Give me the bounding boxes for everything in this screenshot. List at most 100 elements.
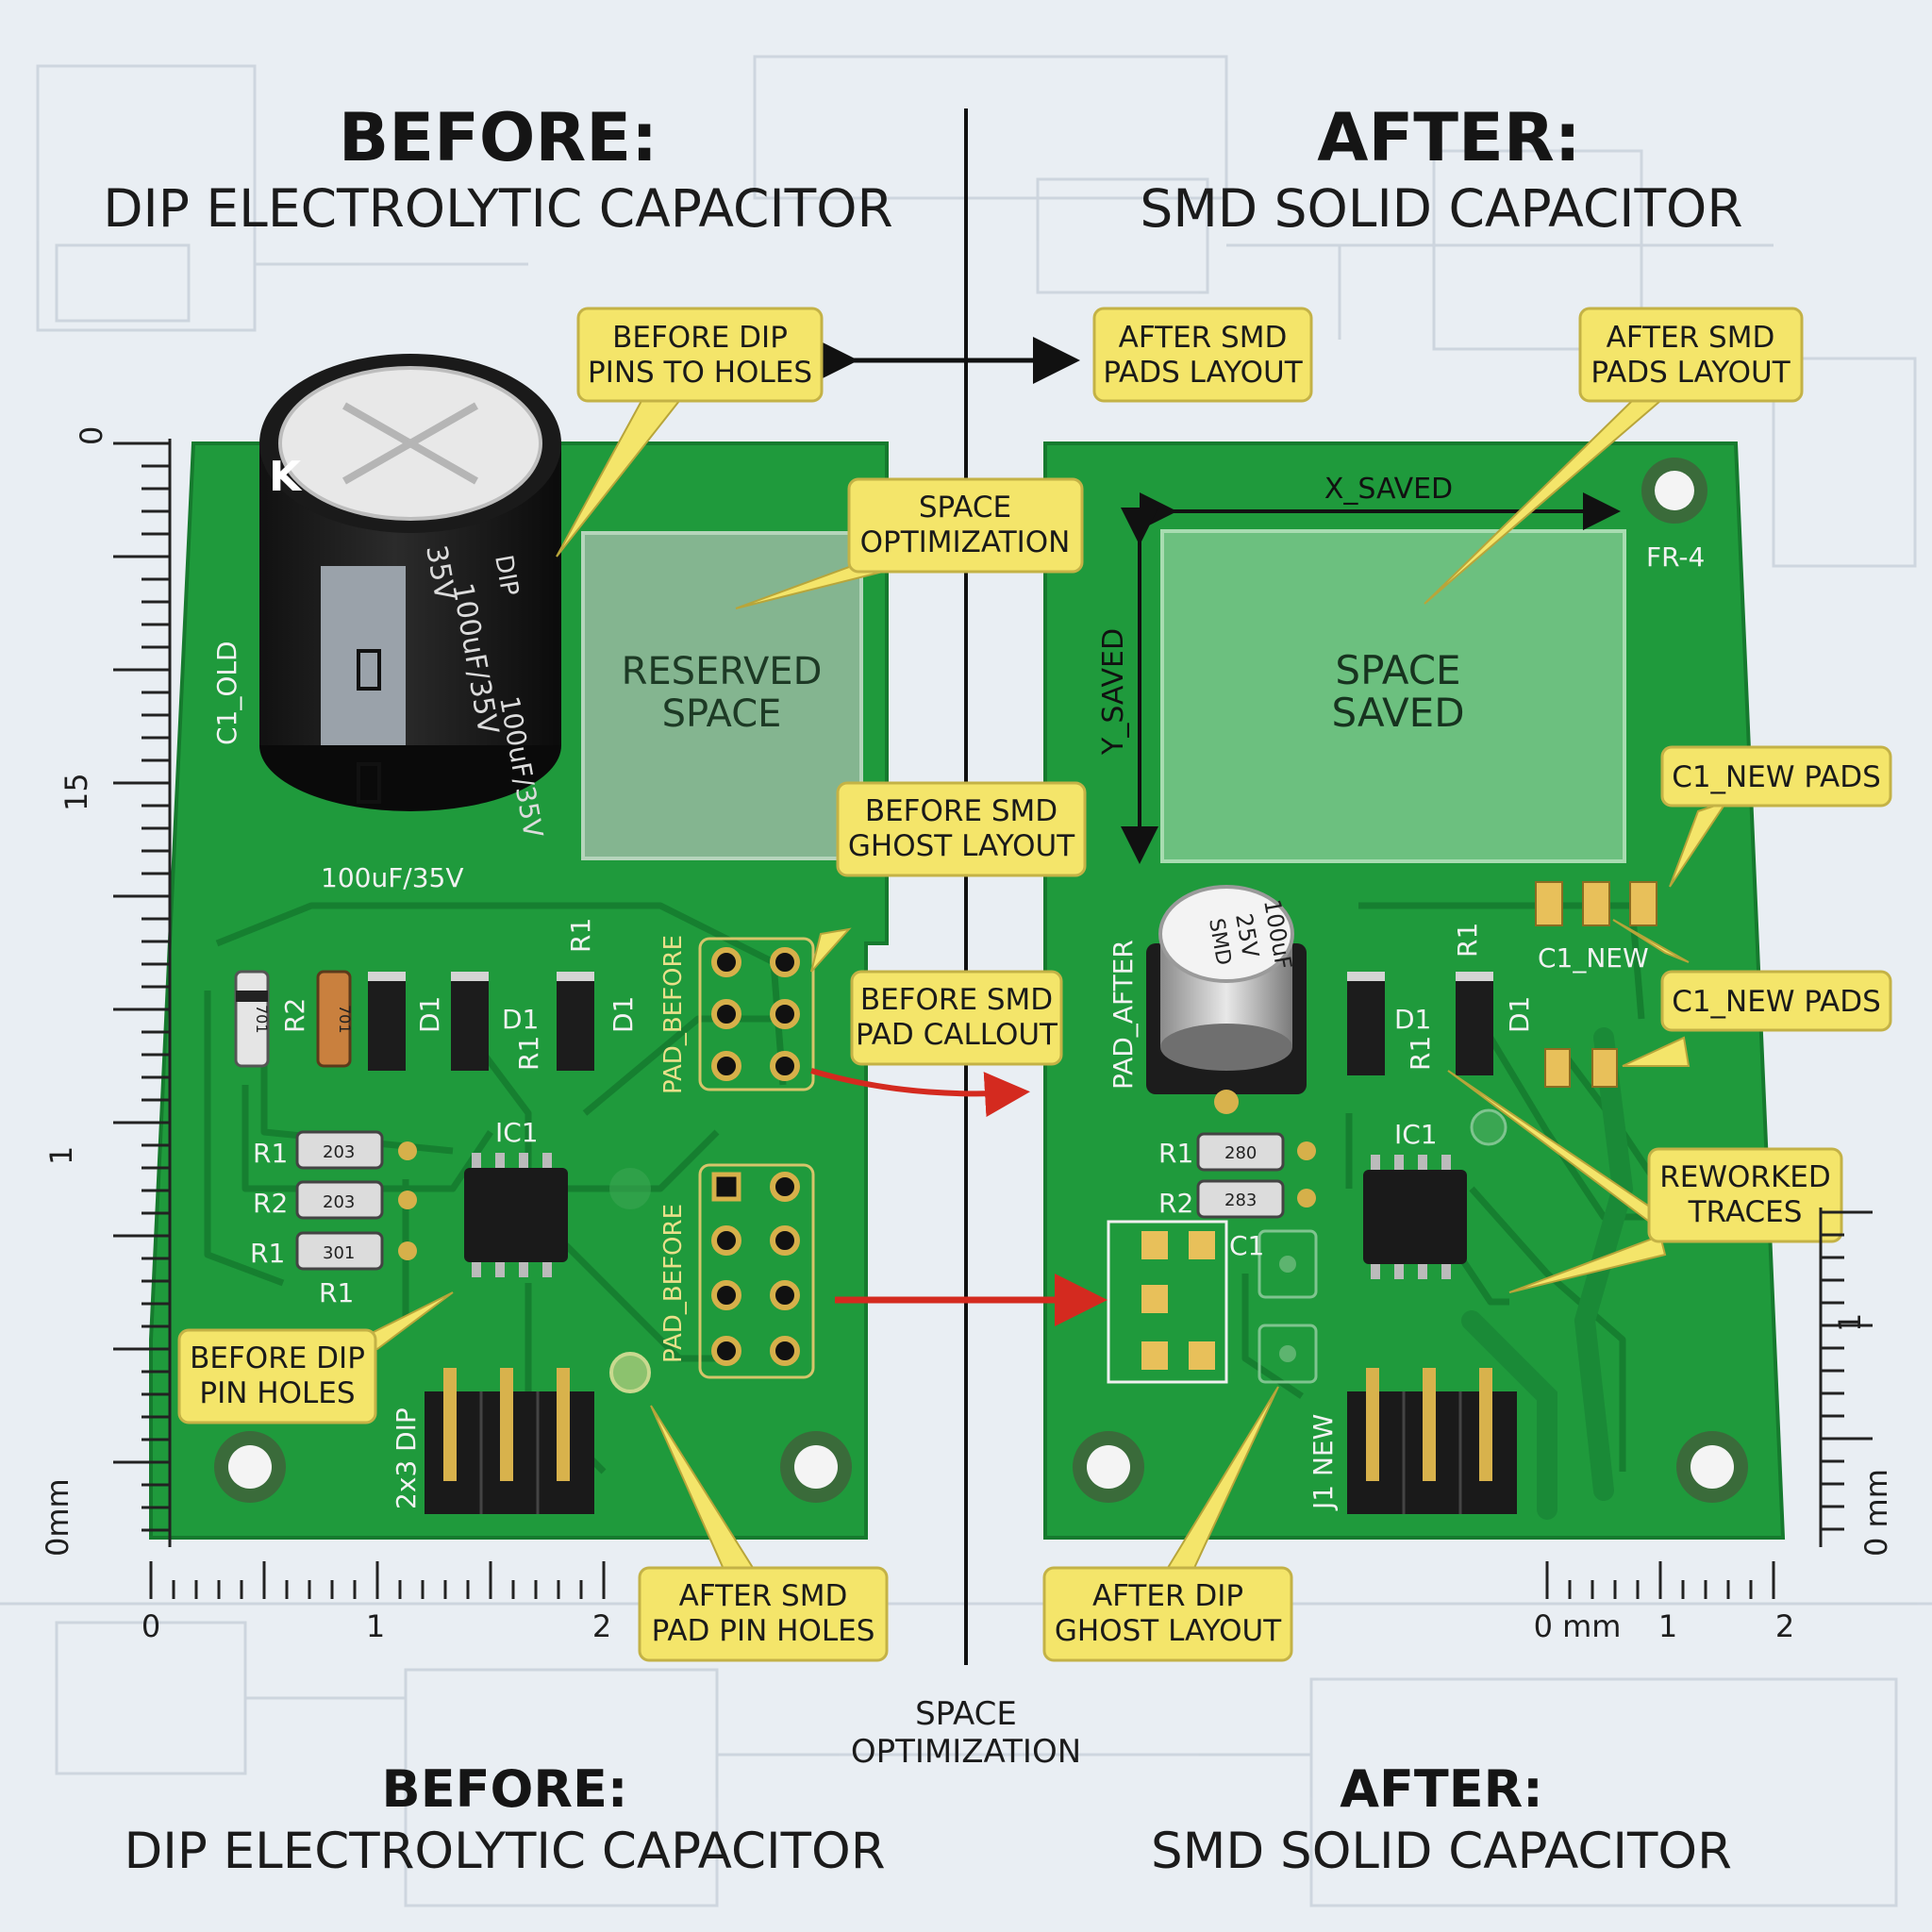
left-label-d1-a: D1 [414,996,445,1033]
right-vertical-ruler-label-1: 1 [1832,1313,1868,1332]
pad-before-footprint-1 [698,937,815,1091]
left-resistor-code-3: 203 [323,1142,355,1162]
callout-space-optimization-line1: SPACE [919,491,1011,525]
callout-leaders [356,400,1729,1581]
pad-before-label-1: PAD_BEFORE [659,935,688,1094]
left-horizontal-ruler-label-2: 2 [592,1608,611,1644]
left-ic1-chip [464,1153,568,1277]
callout-before-dip-pin-holes-line2: PIN HOLES [199,1376,355,1410]
callout-before-smd-pad-callout-line1: BEFORE SMD [860,983,1053,1017]
left-header-label: 2x3 DIP [391,1407,422,1509]
x-saved-label: X_SAVED [1324,473,1453,506]
left-label-r1-row3: R1 [250,1238,285,1269]
callout-after-smd-pad-pin-holes: AFTER SMD PAD PIN HOLES [638,1566,889,1662]
top-right-title: AFTER: [1317,99,1580,176]
left-top-component-row: 701 701 [234,970,594,1071]
callout-after-smd-pads-layout-1: AFTER SMD PADS LAYOUT [1092,307,1313,403]
callout-before-dip-pins-to-holes: BEFORE DIP PINS TO HOLES [576,307,824,403]
left-vertical-ruler-label-0mm: 0mm [40,1478,75,1557]
callout-after-smd-pads-layout-2-line1: AFTER SMD [1607,321,1775,355]
bottom-left-title: BEFORE: [382,1759,628,1819]
c1-old-label: C1_OLD [211,641,242,745]
bottom-right-subtitle: SMD SOLID CAPACITOR [1151,1823,1732,1880]
right-label-r2-row2: R2 [1158,1188,1193,1219]
reserved-space-label-line2: SPACE [662,692,782,736]
dip-cap-brand: K [269,453,303,501]
callout-before-smd-ghost-layout: BEFORE SMD GHOST LAYOUT [836,781,1087,877]
bottom-left-subtitle: DIP ELECTROLYTIC CAPACITOR [124,1823,885,1880]
callout-after-dip-ghost-layout: AFTER DIP GHOST LAYOUT [1042,1566,1293,1662]
dip-cap-sleeve-text-3: DIP [489,553,524,598]
right-diodes [1347,972,1493,1075]
left-horizontal-ruler [149,1561,606,1599]
right-resistor-rows: 280 283 [1196,1132,1316,1219]
left-label-r1-mid: R1 [513,1036,544,1071]
callout-after-smd-pads-layout-1-line1: AFTER SMD [1119,321,1288,355]
left-label-d1-b: D1 [502,1004,539,1035]
left-resistor-code-4: 203 [323,1192,355,1212]
callout-after-smd-pad-pin-holes-line2: PAD PIN HOLES [652,1614,875,1648]
bottom-right-title: AFTER: [1340,1759,1543,1819]
left-horizontal-ruler-label-0: 0 [142,1608,160,1644]
red-arrow-upper [810,1068,1030,1118]
space-saved-label-line1: SPACE [1335,647,1460,693]
left-horizontal-ruler-label-1: 1 [366,1608,385,1644]
callout-before-smd-ghost-layout-line2: GHOST LAYOUT [848,829,1075,863]
c1-new-pads [1535,881,1657,1088]
callout-before-dip-pins-to-holes-line1: BEFORE DIP [612,321,788,355]
callout-reworked-traces: REWORKED TRACES [1647,1147,1843,1243]
callout-reworked-traces-line1: REWORKED [1659,1160,1831,1194]
right-vertical-ruler-label-0mm: 0 mm [1858,1469,1894,1557]
callout-before-dip-pin-holes-line1: BEFORE DIP [190,1341,365,1375]
dip-cap-value-label: 100uF/35V [321,862,464,893]
dip-electrolytic-capacitor: K 100uF/35V 35V DIP 100uF/35V [259,354,561,840]
c1-smd-footprint [1107,1108,1507,1384]
left-label-r2-row2: R2 [253,1188,288,1219]
pad-before-label-2: PAD_BEFORE [659,1204,688,1363]
callout-after-smd-pads-layout-2-line2: PADS LAYOUT [1591,356,1790,390]
fr4-label: FR-4 [1646,541,1705,573]
left-label-r1-row1: R1 [253,1138,288,1169]
callout-c1-new-pads-2-line1: C1_NEW PADS [1672,985,1881,1019]
right-label-r1-row1: R1 [1158,1138,1193,1169]
left-vertical-ruler [113,439,172,1547]
right-ic1-label: IC1 [1394,1119,1438,1150]
right-label-d1-b: D1 [1504,996,1535,1033]
callout-space-optimization: SPACE OPTIMIZATION [847,477,1084,574]
pad-before-footprint-2 [609,1163,815,1393]
callout-before-dip-pins-to-holes-line2: PINS TO HOLES [588,356,812,390]
callout-after-dip-ghost-layout-line1: AFTER DIP [1092,1579,1243,1613]
right-resistor-code-2: 283 [1224,1191,1257,1210]
c1-new-label: C1_NEW [1538,942,1649,974]
callout-before-smd-ghost-layout-line1: BEFORE SMD [865,794,1058,828]
left-vertical-ruler-label-0: 0 [74,426,109,445]
right-label-r1-a: R1 [1452,923,1483,958]
center-caption-line2: OPTIMIZATION [851,1733,1081,1771]
left-dip-header [425,1368,594,1514]
right-label-d1-a: D1 [1394,1004,1431,1035]
left-vertical-ruler-label-1: 1 [43,1146,79,1165]
callout-c1-new-pads-1-line1: C1_NEW PADS [1672,760,1881,794]
right-horizontal-ruler-label-1: 1 [1658,1608,1677,1644]
center-caption-line1: SPACE [915,1695,1017,1733]
y-saved-label: Y_SAVED [1097,628,1130,756]
callout-after-dip-ghost-layout-line2: GHOST LAYOUT [1055,1614,1282,1648]
left-vertical-ruler-label-15: 15 [58,773,94,811]
left-label-r1-bottom: R1 [319,1277,354,1308]
left-pcb-board: RESERVED SPACE K 100uF/35V 35V DIP 100uF… [149,354,889,1540]
reserved-space-label-line1: RESERVED [622,650,823,693]
right-horizontal-ruler-label-2: 2 [1775,1608,1794,1644]
callout-reworked-traces-line2: TRACES [1688,1195,1803,1229]
callout-before-smd-pad-callout-line2: PAD CALLOUT [856,1018,1058,1052]
callout-c1-new-pads-2: C1_NEW PADS [1660,970,1892,1032]
left-resistor-code-5: 301 [323,1243,355,1263]
left-resistor-code-2: 701 [336,1005,354,1034]
right-label-r1-b: R1 [1405,1036,1436,1071]
right-board-wide-traces [1461,1027,1634,1520]
callout-after-smd-pad-pin-holes-line1: AFTER SMD [679,1579,848,1613]
right-vertical-ruler [1819,1208,1873,1547]
right-horizontal-ruler-label-0mm: 0 mm [1534,1608,1622,1644]
right-header-label: J1 NEW [1307,1414,1339,1511]
